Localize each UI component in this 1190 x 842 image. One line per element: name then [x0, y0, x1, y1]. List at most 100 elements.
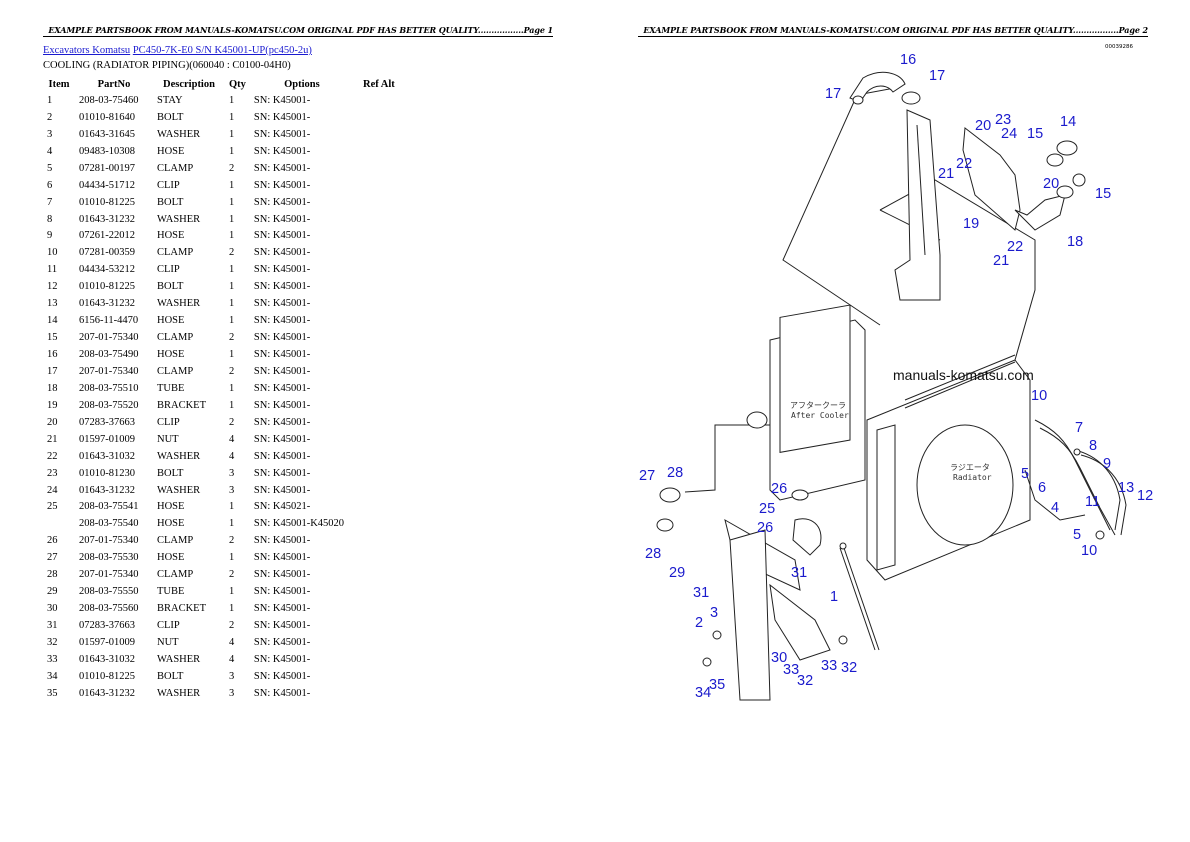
cell-description: HOSE: [157, 518, 185, 530]
callout-24: 24: [1001, 126, 1017, 142]
callout-33b: 33: [821, 658, 837, 674]
cell-qty: 1: [229, 111, 235, 123]
cell-ref-alt: [354, 363, 404, 380]
cell-ref-alt: [354, 380, 404, 397]
cell-qty: 1: [229, 298, 235, 310]
cell-options: SN: K45001-: [253, 365, 311, 377]
cell-options: SN: K45001-: [253, 111, 311, 123]
cell-ref-alt: [354, 431, 404, 448]
cell-qty: 4: [229, 653, 235, 665]
callout-20b: 20: [1043, 176, 1059, 192]
breadcrumb-link-excavators[interactable]: Excavators Komatsu: [43, 45, 131, 56]
callout-27: 27: [639, 468, 655, 484]
cell-options: SN: K45001-: [253, 382, 311, 394]
watermark: manuals-komatsu.com: [893, 367, 1034, 383]
callout-2: 2: [695, 615, 703, 631]
cell-partno: 01010-81225: [79, 196, 135, 208]
cell-options: SN: K45001-: [253, 586, 311, 598]
cell-qty: 1: [229, 230, 235, 242]
cell-options: SN: K45001-K45020: [253, 518, 345, 530]
cell-ref-alt: [354, 194, 404, 211]
cell-partno: 01010-81640: [79, 111, 135, 123]
callout-32b: 32: [797, 673, 813, 689]
cell-qty: 2: [229, 247, 235, 259]
cell-item: 18: [47, 382, 58, 394]
cell-qty: 1: [229, 281, 235, 293]
callout-16: 16: [900, 52, 916, 68]
callout-35: 35: [709, 677, 725, 693]
cell-qty: 1: [229, 501, 235, 513]
cell-options: SN: K45001-: [253, 620, 311, 632]
callout-21b: 21: [993, 253, 1009, 269]
cell-qty: 1: [229, 552, 235, 564]
cell-description: NUT: [157, 433, 179, 445]
breadcrumb-link-model[interactable]: PC450-7K-E0 S/N K45001-UP(pc450-2u): [132, 45, 312, 56]
cell-description: CLIP: [157, 620, 180, 632]
cell-ref-alt: [354, 278, 404, 295]
cell-partno: 01643-31645: [79, 128, 135, 140]
callout-8: 8: [1089, 438, 1097, 454]
cell-ref-alt: [354, 109, 404, 126]
cell-description: CLIP: [157, 264, 180, 276]
callout-34: 34: [695, 685, 711, 701]
cell-item: 32: [47, 636, 58, 648]
cell-ref-alt: [354, 499, 404, 516]
callout-31: 31: [791, 565, 807, 581]
cell-partno: 208-03-75540: [79, 518, 139, 530]
page-2-banner: EXAMPLE PARTSBOOK FROM MANUALS-KOMATSU.C…: [638, 25, 1148, 37]
callout-32: 32: [841, 660, 857, 676]
cell-partno: 207-01-75340: [79, 332, 139, 344]
callout-33: 33: [783, 662, 799, 678]
cell-options: SN: K45001-: [253, 247, 311, 259]
breadcrumb: Excavators Komatsu PC450-7K-E0 S/N K4500…: [43, 45, 312, 56]
cell-qty: 1: [229, 213, 235, 225]
cell-partno: 207-01-75340: [79, 535, 139, 547]
callout-9: 9: [1103, 456, 1111, 472]
callout-5: 5: [1021, 466, 1029, 482]
cell-partno: 01643-31032: [79, 653, 135, 665]
cell-qty: 3: [229, 670, 235, 682]
cell-description: BRACKET: [157, 603, 207, 615]
cell-partno: 6156-11-4470: [79, 315, 139, 327]
cell-item: 23: [47, 467, 58, 479]
cell-ref-alt: [354, 312, 404, 329]
stay-rod-part: [839, 542, 880, 651]
cell-options: SN: K45001-: [253, 332, 311, 344]
cell-description: CLAMP: [157, 332, 194, 344]
cell-options: SN: K45001-: [253, 433, 311, 445]
cell-options: SN: K45001-: [253, 636, 311, 648]
cell-ref-alt: [354, 566, 404, 583]
cell-item: 12: [47, 281, 58, 293]
cell-ref-alt: [354, 211, 404, 228]
callout-25: 25: [759, 501, 775, 517]
cell-description: BOLT: [157, 670, 184, 682]
cell-item: 19: [47, 399, 58, 411]
cell-qty: 1: [229, 349, 235, 361]
section-title: COOLING (RADIATOR PIPING)(060040 : C0100…: [43, 60, 291, 71]
cell-qty: 1: [229, 179, 235, 191]
cell-qty: 1: [229, 128, 235, 140]
cell-description: BOLT: [157, 196, 184, 208]
cell-item: 22: [47, 450, 58, 462]
cell-options: SN: K45001-: [253, 450, 311, 462]
cell-item: 7: [47, 196, 53, 208]
cell-qty: 4: [229, 450, 235, 462]
cell-item: 25: [47, 501, 58, 513]
cell-qty: 2: [229, 332, 235, 344]
cell-ref-alt: [354, 414, 404, 431]
callout-18: 18: [1067, 234, 1083, 250]
cell-ref-alt: [354, 515, 404, 532]
